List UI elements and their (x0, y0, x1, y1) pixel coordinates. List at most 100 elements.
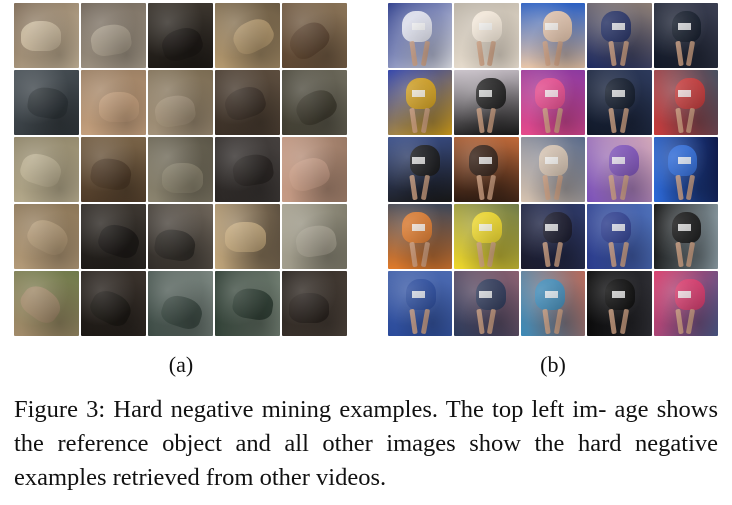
runner-leg (487, 174, 497, 200)
race-bib (412, 223, 426, 231)
animal-figure (89, 156, 134, 192)
animal-figure (16, 149, 65, 191)
runner-leg (675, 107, 684, 133)
runner-grid-thumbnail (520, 137, 586, 202)
runner-leg (553, 241, 563, 267)
runner-leg (619, 308, 630, 334)
animal-grid-thumbnail (282, 3, 347, 68)
runner-leg (542, 107, 551, 133)
animal-grid-thumbnail (81, 137, 146, 202)
animal-figure (221, 82, 270, 124)
animal-grid-thumbnail (14, 271, 79, 336)
runner-grid-thumbnail (587, 137, 652, 202)
runner-grid-thumbnail (587, 70, 652, 135)
animal-figure (225, 222, 266, 253)
runner-leg (686, 174, 696, 200)
runner-grid-thumbnail (653, 70, 718, 135)
runner-leg (409, 107, 418, 133)
runner-leg (542, 40, 551, 66)
runner-leg (686, 241, 696, 267)
runner-leg (475, 174, 485, 200)
animal-grid-thumbnail (14, 70, 79, 135)
animal-figure (231, 152, 276, 189)
runner-leg (675, 174, 684, 200)
race-bib (545, 223, 559, 231)
runner-grid-thumbnail (454, 137, 519, 202)
runner-grid-thumbnail (520, 271, 586, 336)
animal-figure (162, 163, 203, 193)
runner-grid-thumbnail (520, 3, 586, 68)
runner-leg (420, 241, 430, 267)
animal-figure (95, 220, 144, 262)
animal-figure (89, 22, 134, 58)
race-bib (678, 22, 691, 30)
animal-figure (152, 227, 197, 263)
race-bib (412, 156, 426, 164)
race-bib (545, 156, 559, 164)
runner-leg (675, 308, 684, 334)
runner-leg (686, 107, 696, 133)
runner-grid-thumbnail (520, 204, 586, 269)
race-bib (478, 223, 492, 231)
runner-leg (686, 308, 696, 334)
runner-leg (619, 40, 630, 66)
runner-grid-thumbnail (388, 271, 453, 336)
race-bib (678, 156, 691, 164)
runner-grid-thumbnail (653, 3, 718, 68)
race-bib (478, 22, 492, 30)
runner-grid-thumbnail (653, 137, 718, 202)
animal-figure (291, 84, 342, 130)
runner-leg (608, 308, 618, 334)
runner-leg (675, 40, 684, 66)
runner-leg (420, 308, 430, 334)
runner-leg (542, 241, 551, 267)
runner-grid-thumbnail (520, 70, 586, 135)
animal-grid-thumbnail (215, 137, 280, 202)
animal-grid-thumbnail (282, 70, 347, 135)
runner-leg (686, 40, 696, 66)
race-bib (478, 156, 492, 164)
runner-leg (475, 241, 485, 267)
runner-leg (409, 241, 418, 267)
animal-grid-thumbnail (282, 204, 347, 269)
runner-grid-thumbnail (454, 271, 519, 336)
animal-grid-thumbnail (81, 271, 146, 336)
runner-leg (409, 40, 418, 66)
animal-figure (158, 23, 207, 65)
runner-leg (553, 107, 563, 133)
animal-figure (26, 85, 71, 122)
runner-leg (420, 107, 430, 133)
animal-grid-thumbnail (148, 137, 213, 202)
race-bib (611, 89, 625, 97)
race-bib (678, 290, 691, 298)
runner-leg (608, 174, 618, 200)
animal-grid-thumbnail (148, 204, 213, 269)
runner-leg (619, 107, 630, 133)
runner-grid-thumbnail (587, 3, 652, 68)
runner-leg (619, 174, 630, 200)
race-bib (545, 22, 559, 30)
animal-grid-thumbnail (148, 3, 213, 68)
animal-grid-thumbnail (81, 3, 146, 68)
runner-leg (475, 40, 485, 66)
race-bib (412, 22, 426, 30)
animal-grid-thumbnail (148, 271, 213, 336)
animal-grid (14, 3, 347, 336)
runner-grid-thumbnail (587, 271, 652, 336)
animal-grid-thumbnail (81, 70, 146, 135)
runner-leg (553, 40, 563, 66)
runner-leg (608, 107, 618, 133)
race-bib (412, 290, 426, 298)
race-bib (412, 89, 426, 97)
race-bib (611, 22, 625, 30)
runner-leg (675, 241, 684, 267)
runner-leg (608, 241, 618, 267)
animal-grid-thumbnail (215, 204, 280, 269)
subfigure-label-a: (a) (168, 352, 194, 377)
caption-text: Hard negative mining examples. The top l… (14, 396, 718, 491)
animal-figure (23, 214, 74, 260)
race-bib (611, 156, 625, 164)
runner-leg (542, 174, 551, 200)
runner-grid-thumbnail (388, 3, 453, 68)
animal-figure (158, 291, 207, 333)
